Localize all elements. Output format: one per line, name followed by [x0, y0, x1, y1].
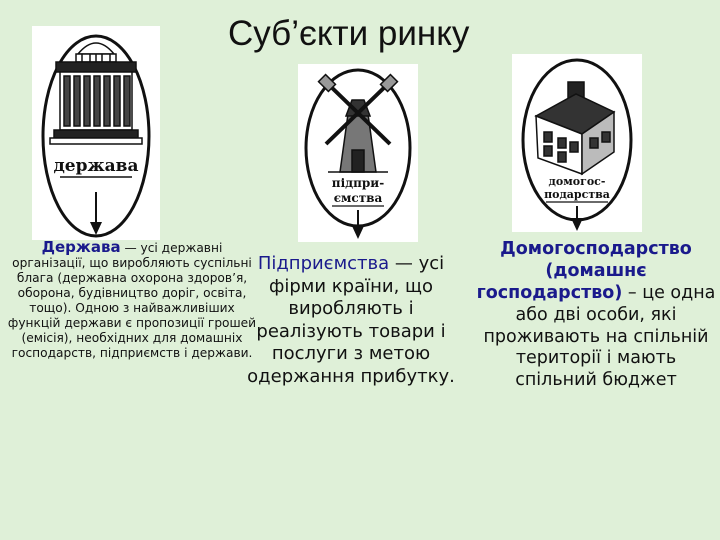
state-card: держава: [32, 26, 160, 240]
enterprise-illustration: підпри- ємства: [304, 68, 412, 239]
state-card-label: держава: [53, 156, 138, 176]
government-building-icon: [49, 42, 143, 145]
household-term: Домогосподарство (домашнє господарство): [476, 239, 692, 303]
state-illustration: держава: [41, 34, 151, 238]
state-description: Держава — усі державні організації, що в…: [6, 238, 258, 360]
slide-title: Суб’єкти ринку: [228, 14, 470, 53]
enterprise-term: Підприємства: [257, 253, 390, 274]
down-arrow-icon: [90, 192, 102, 235]
windmill-icon: [317, 73, 399, 173]
enterprise-description: Підприємства — усі фірми країни, що виро…: [246, 253, 456, 388]
house-icon: [534, 81, 616, 176]
household-card-label-line2: подарства: [544, 188, 610, 201]
state-text: — усі державні організації, що виробляют…: [7, 241, 257, 360]
enterprise-card: підпри- ємства: [298, 64, 418, 242]
household-illustration: домогос- подарства: [521, 58, 633, 231]
household-description: Домогосподарство (домашнє господарство) …: [476, 239, 716, 392]
household-text: – це одна або дві особи, які проживають …: [483, 282, 716, 391]
household-card-label-line1: домогос-: [549, 175, 606, 188]
enterprise-card-label-line2: ємства: [334, 191, 383, 205]
household-card: домогос- подарства: [512, 54, 642, 232]
enterprise-text: — усі фірми країни, що виробляють і реал…: [247, 253, 455, 387]
state-term: Держава: [41, 238, 121, 256]
down-arrow-icon: [571, 206, 583, 231]
down-arrow-icon: [352, 210, 364, 239]
enterprise-card-label-line1: підпри-: [332, 176, 384, 190]
